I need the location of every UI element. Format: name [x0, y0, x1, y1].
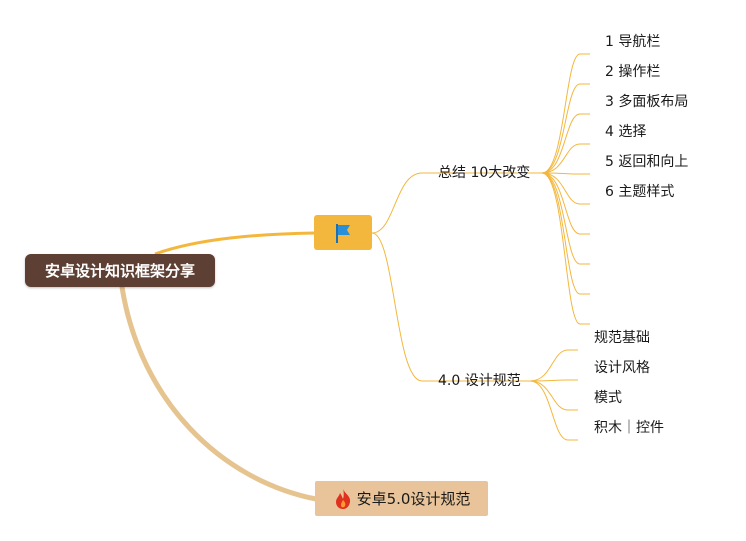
- root-node-label: 安卓设计知识框架分享: [44, 262, 195, 280]
- leaf-connector: [541, 113, 590, 174]
- leaf-connector: [529, 380, 578, 411]
- flag-node[interactable]: [314, 215, 372, 250]
- fire-node[interactable]: 安卓5.0设计规范: [315, 481, 488, 516]
- leaf-node[interactable]: 规范基础: [594, 330, 650, 346]
- leaf-connector: [541, 143, 590, 174]
- leaf-connector: [541, 83, 590, 174]
- leaf-connector: [529, 380, 578, 441]
- leaf-connector: [529, 379, 578, 382]
- leaf-node[interactable]: 6 主题样式: [605, 184, 675, 200]
- connector-flag-to-spec: [371, 232, 423, 382]
- leaf-node[interactable]: 1 导航栏: [605, 34, 661, 50]
- connector-flag-to-summary: [371, 172, 423, 234]
- leaf-connector: [541, 53, 590, 174]
- leaf-connector: [541, 172, 590, 205]
- leaf-node[interactable]: 模式: [594, 390, 622, 406]
- leaf-node[interactable]: 2 操作栏: [605, 64, 661, 80]
- leaf-node[interactable]: 积木｜控件: [594, 420, 664, 436]
- leaf-connector: [541, 172, 590, 175]
- branch-summary-label[interactable]: 总结 10大改变: [438, 165, 531, 181]
- leaf-connector: [541, 172, 590, 235]
- root-node[interactable]: 安卓设计知识框架分享: [25, 254, 215, 287]
- spec-leaf-connectors: [422, 349, 578, 441]
- leaf-connector: [541, 172, 590, 325]
- fire-node-label: 安卓5.0设计规范: [356, 490, 471, 508]
- leaf-connector: [529, 349, 578, 382]
- leaf-node[interactable]: 5 返回和向上: [605, 154, 689, 170]
- flag-icon: [336, 223, 350, 243]
- connector-root-to-fire: [119, 284, 319, 502]
- summary-leaf-connectors: [422, 53, 590, 325]
- leaf-node[interactable]: 4 选择: [605, 124, 647, 140]
- branch-spec-label[interactable]: 4.0 设计规范: [438, 373, 521, 389]
- leaf-node[interactable]: 设计风格: [594, 360, 650, 376]
- connector-root-to-flag: [154, 231, 316, 256]
- leaf-connector: [541, 172, 590, 265]
- fire-icon: [335, 488, 350, 509]
- leaf-node[interactable]: 3 多面板布局: [605, 94, 689, 110]
